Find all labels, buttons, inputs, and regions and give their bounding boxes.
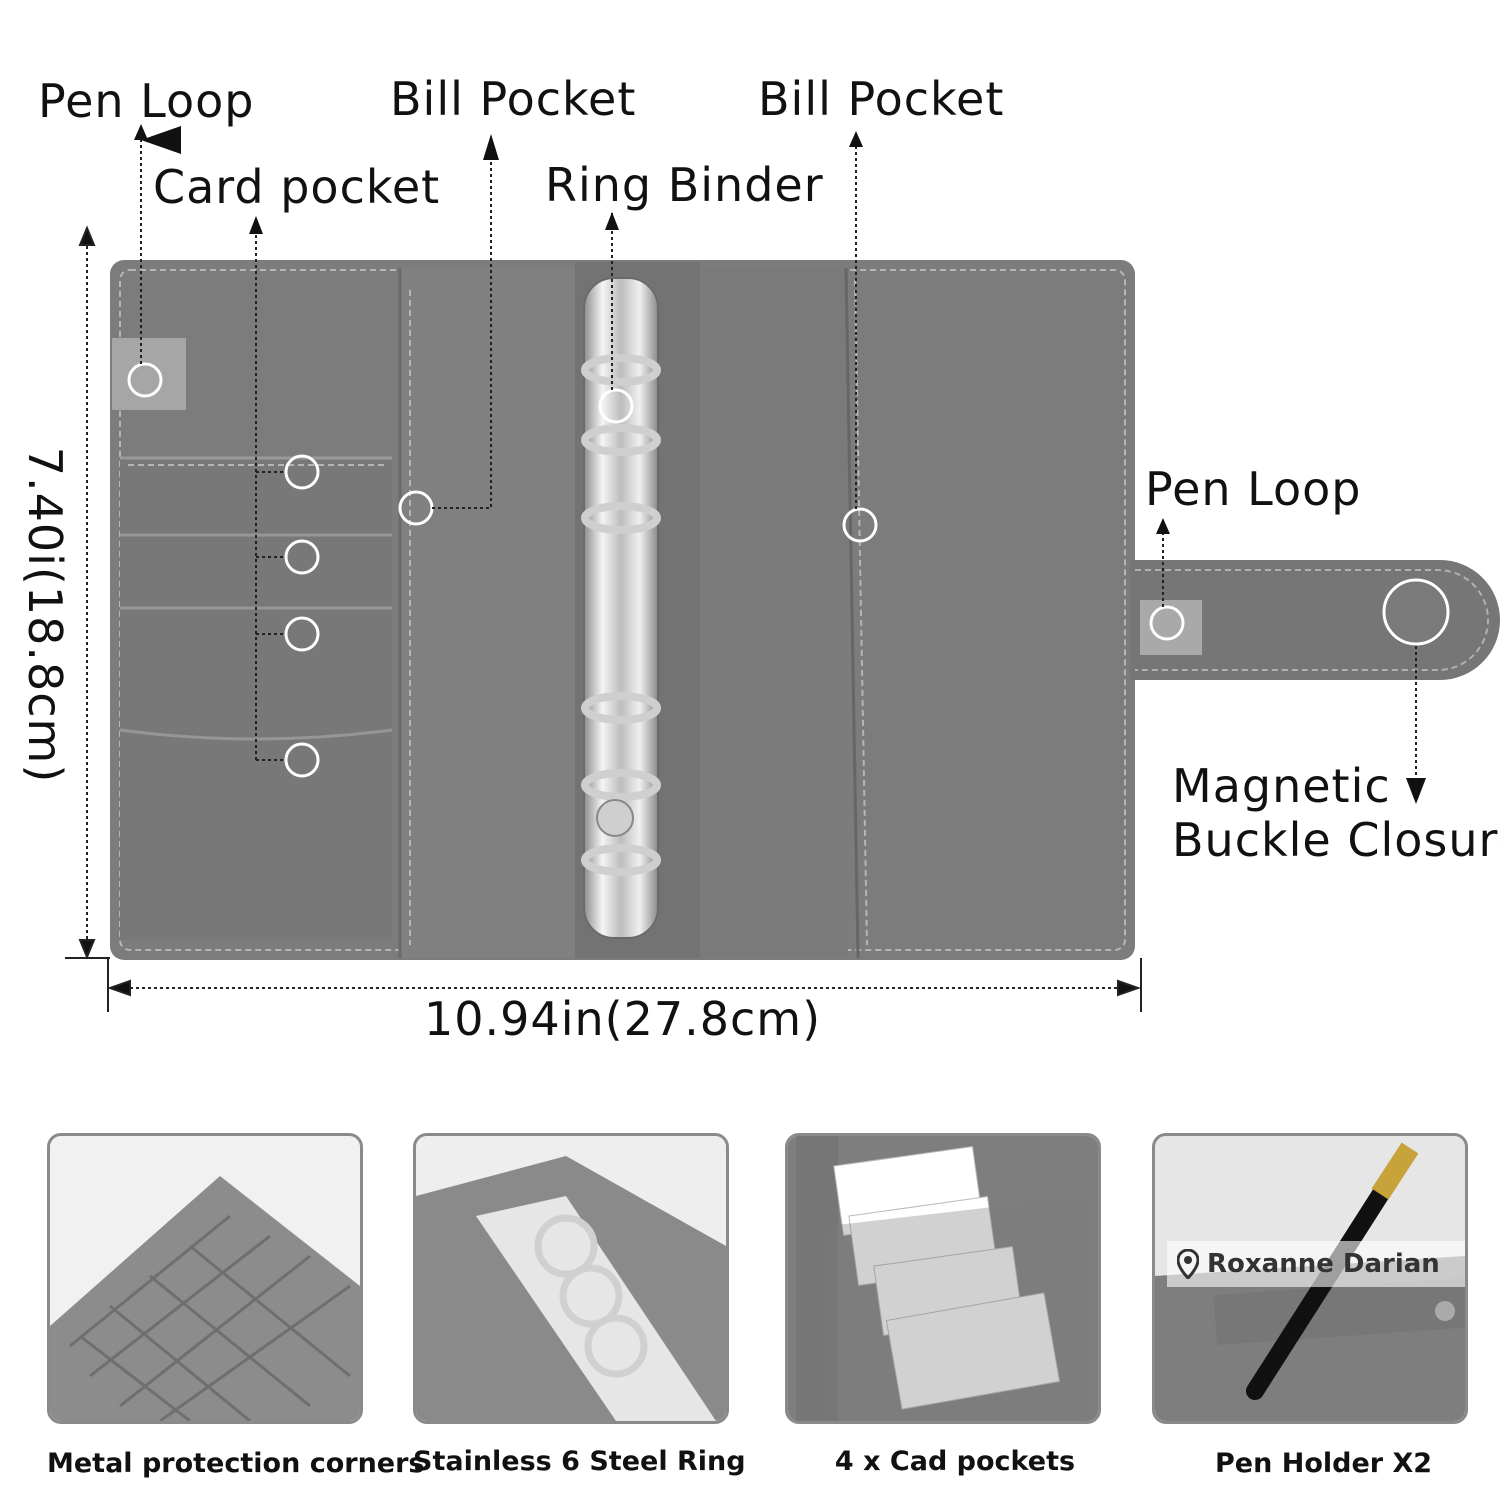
location-pin-icon xyxy=(1177,1249,1199,1279)
caption-rings: Stainless 6 Steel Ring xyxy=(413,1446,746,1477)
leader-lines xyxy=(140,126,1417,790)
dimension-lines xyxy=(65,225,1142,1012)
height-dimension: 7.40i(18.8cm) xyxy=(18,446,72,784)
label-buckle-closure: Buckle Closure xyxy=(1172,813,1500,867)
caption-pen-holder: Pen Holder X2 xyxy=(1215,1448,1433,1479)
thumb-corners xyxy=(47,1133,363,1424)
label-bill-pocket-2: Bill Pocket xyxy=(758,72,1005,126)
marker-circles xyxy=(127,362,1185,778)
watermark-text: Roxanne Darian xyxy=(1207,1249,1440,1279)
width-dimension: 10.94in(27.8cm) xyxy=(424,992,822,1046)
caption-card-pockets: 4 x Cad pockets xyxy=(834,1446,1076,1477)
label-pen-loop-right: Pen Loop xyxy=(1145,462,1362,516)
thumb-card-pockets xyxy=(785,1133,1101,1424)
watermark: Roxanne Darian xyxy=(1167,1241,1465,1287)
thumb-pen-holder: Roxanne Darian xyxy=(1152,1133,1468,1424)
binder-diagram xyxy=(65,124,1500,1012)
label-card-pocket: Card pocket xyxy=(153,160,441,214)
arrow-heads xyxy=(134,124,1426,804)
caption-corners: Metal protection corners xyxy=(47,1448,425,1479)
label-magnetic: Magnetic xyxy=(1172,759,1391,813)
thumb-rings xyxy=(413,1133,729,1424)
label-pen-loop-left: Pen Loop xyxy=(38,74,255,128)
label-bill-pocket-1: Bill Pocket xyxy=(390,72,637,126)
label-ring-binder: Ring Binder xyxy=(545,158,824,212)
